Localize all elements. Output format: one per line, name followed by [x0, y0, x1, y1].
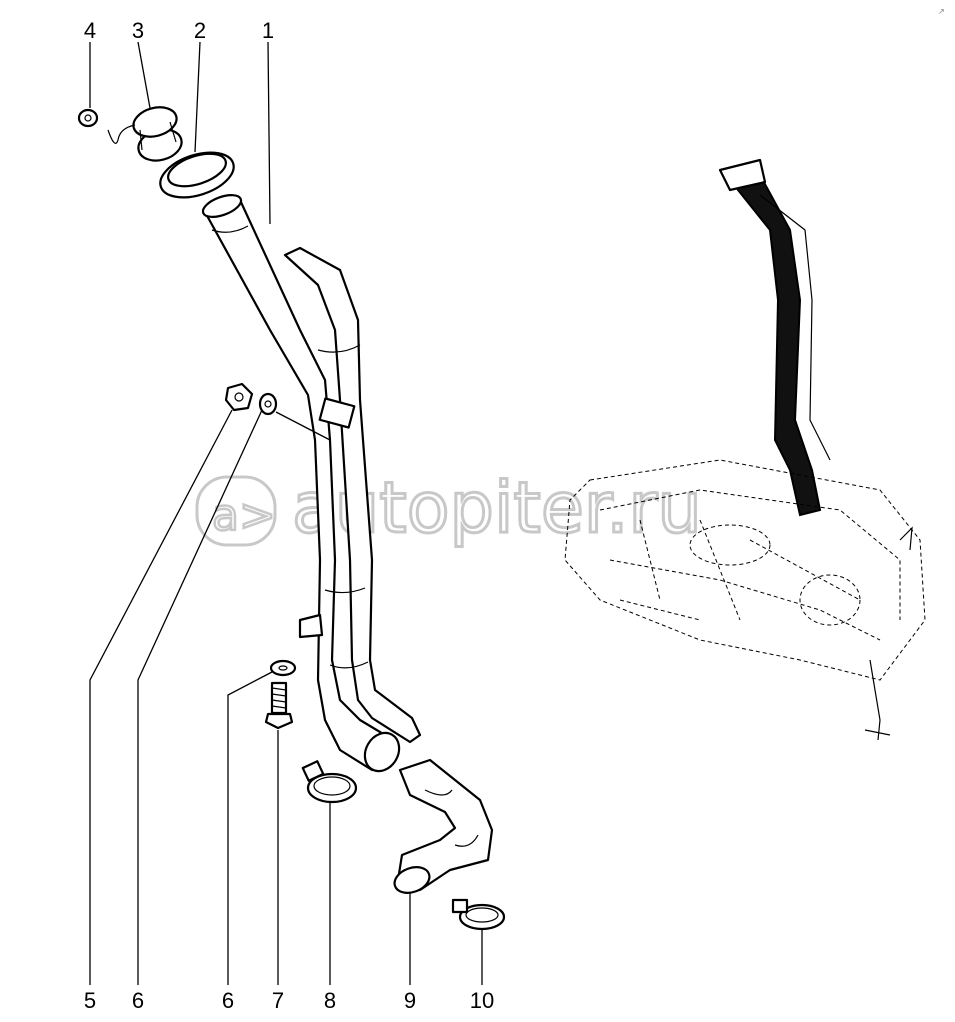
filler-neck-pipe: [201, 194, 422, 773]
callout-9: 9: [404, 988, 416, 1013]
bolt-7: [264, 681, 294, 730]
callout-5: 5: [84, 988, 96, 1013]
seal-ring: [159, 151, 235, 199]
callout-6: 6: [132, 988, 144, 1013]
callout-8: 8: [324, 988, 336, 1013]
callout-6-lower: 6: [222, 988, 234, 1013]
clamp-10: [451, 898, 506, 931]
nut-4: [77, 108, 99, 128]
callout-2: 2: [194, 18, 206, 43]
callout-3: 3: [132, 18, 144, 43]
washer-6-lower: [269, 659, 297, 677]
callout-1: 1: [262, 18, 274, 43]
hose-9: [393, 758, 494, 894]
callout-10: 10: [470, 988, 494, 1013]
watermark: a> autopiter.ru: [195, 466, 703, 551]
clamp-8: [301, 760, 358, 804]
corner-mark: ↗: [938, 7, 945, 16]
leader-lines: [89, 41, 483, 985]
nut-5: [224, 382, 254, 412]
filler-cap: [107, 106, 183, 162]
callout-4: 4: [84, 18, 96, 43]
assembly-illustration: [564, 158, 926, 741]
washer-6-upper: [258, 392, 278, 416]
callout-7: 7: [272, 988, 284, 1013]
